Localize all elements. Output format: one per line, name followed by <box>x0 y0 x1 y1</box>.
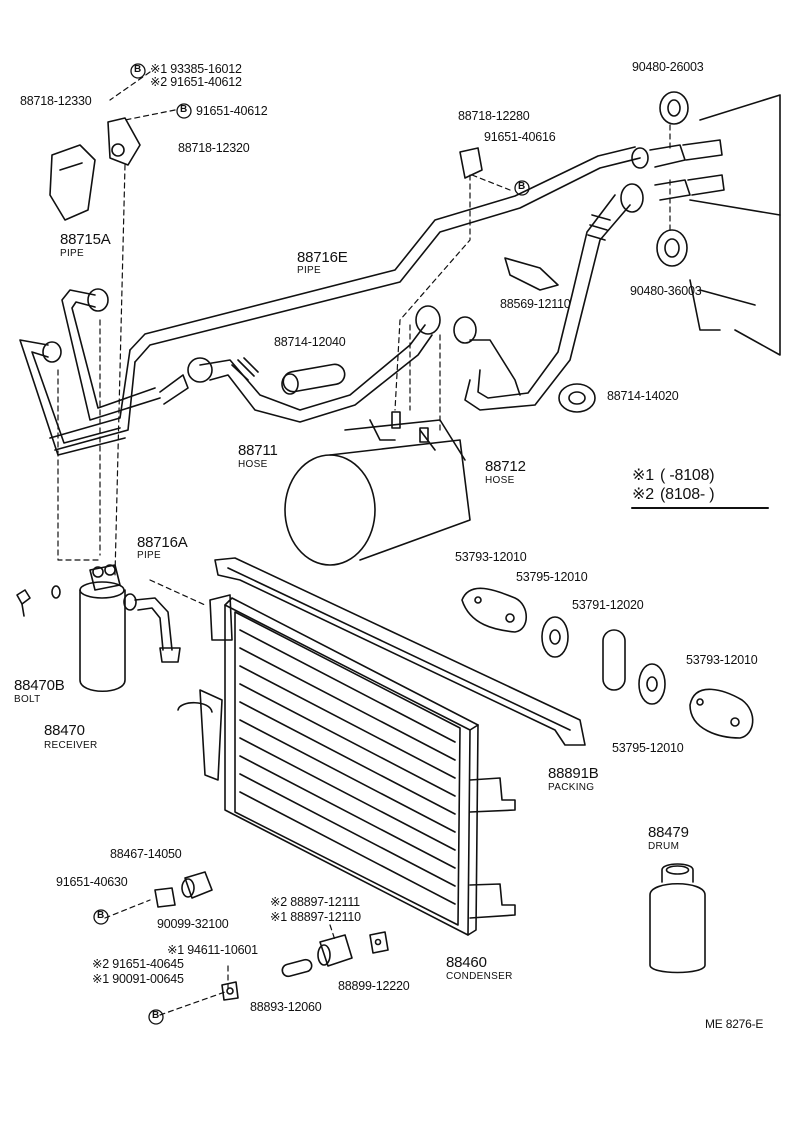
packing-88891b <box>214 557 586 746</box>
label-88718-12280: 88718-12280 <box>458 109 530 123</box>
plate-53793-12010-bottom <box>689 688 754 739</box>
label-88470b-bolt: BOLT <box>14 694 41 705</box>
label-88460: 88460 <box>446 954 487 971</box>
label-88479: 88479 <box>648 824 689 841</box>
label-88716a: 88716A <box>137 534 188 551</box>
label-88716a-pipe: PIPE <box>137 550 161 561</box>
bolt-marker-b-3: B <box>518 181 526 192</box>
label-53791-12020: 53791-12020 <box>572 598 644 612</box>
clamp-88718-12320 <box>107 117 141 166</box>
label-88712: 88712 <box>485 458 526 475</box>
label-88716e: 88716E <box>297 249 348 266</box>
bolt-marker-b-1: B <box>134 64 142 75</box>
label-91651-40612-n2: ※2 91651-40612 <box>150 75 242 89</box>
label-88715a-pipe: PIPE <box>60 248 84 259</box>
seal-53795-12010-bottom <box>638 663 666 705</box>
reference-code: ME 8276-E <box>705 1017 764 1031</box>
grommet-90480-36003 <box>656 229 688 267</box>
label-88470: 88470 <box>44 722 85 739</box>
plate-53793-12010-top <box>461 587 528 633</box>
compressor <box>284 411 471 566</box>
part-88893-12060 <box>281 958 313 978</box>
pipe-88716a <box>123 593 181 663</box>
hose-88712 <box>453 174 725 411</box>
label-53795-12010-bottom: 53795-12010 <box>612 741 684 755</box>
label-53793-12010-bottom: 53793-12010 <box>686 653 758 667</box>
pipe-88715a <box>19 288 189 456</box>
label-88718-12320: 88718-12320 <box>178 141 250 155</box>
note-2-range: (8108- ) <box>660 486 715 503</box>
label-91651-40612: 91651-40612 <box>196 104 268 118</box>
clamp-88718-12330 <box>49 144 96 221</box>
note-1-range: ( -8108) <box>660 467 715 484</box>
label-88714-12040: 88714-12040 <box>274 335 346 349</box>
label-88714-14020: 88714-14020 <box>607 389 679 403</box>
label-53793-12010-top: 53793-12010 <box>455 550 527 564</box>
label-88467-14050: 88467-14050 <box>110 847 182 861</box>
label-90091-00645: ※1 90091-00645 <box>92 972 184 986</box>
label-90099-32100: 90099-32100 <box>157 917 229 931</box>
label-88897-12111: ※2 88897-12111 <box>270 895 360 909</box>
note-2-mark: ※2 <box>632 486 654 503</box>
label-93385-16012: ※1 93385-16012 <box>150 62 242 76</box>
seal-53791-12020 <box>602 629 626 691</box>
grommet-90480-26003 <box>659 91 689 125</box>
clamp-88714-14020 <box>558 383 596 413</box>
label-90480-26003: 90480-26003 <box>632 60 704 74</box>
label-88899-12220: 88899-12220 <box>338 979 410 993</box>
label-91651-40645: ※2 91651-40645 <box>92 957 184 971</box>
drum-88479 <box>649 863 706 974</box>
label-88718-12330: 88718-12330 <box>20 94 92 108</box>
bolt-marker-b <box>93 63 530 1025</box>
label-88711: 88711 <box>238 442 278 459</box>
hose-88714-12040 <box>281 363 346 395</box>
part-88897 <box>317 934 353 967</box>
label-91651-40630: 91651-40630 <box>56 875 128 889</box>
label-88712-hose: HOSE <box>485 475 515 486</box>
clamp-88718-12280 <box>459 147 483 179</box>
label-88460-condenser: CONDENSER <box>446 971 513 982</box>
label-88470b: 88470B <box>14 677 65 694</box>
label-53795-12010-top: 53795-12010 <box>516 570 588 584</box>
bolt-marker-b-5: B <box>152 1010 160 1021</box>
part-90099-32100 <box>181 871 213 899</box>
bolt-88470b <box>16 585 61 617</box>
receiver-88470 <box>79 564 126 692</box>
label-91651-40616: 91651-40616 <box>484 130 556 144</box>
label-88891b: 88891B <box>548 765 599 782</box>
label-88893-12060: 88893-12060 <box>250 1000 322 1014</box>
part-88467-14050 <box>154 887 176 908</box>
engine-outline <box>689 94 781 356</box>
clamp-88569-12110 <box>504 257 559 291</box>
pipe-88716e <box>49 139 723 451</box>
label-88470-receiver: RECEIVER <box>44 740 98 751</box>
bolt-marker-b-2: B <box>180 104 188 115</box>
label-88479-drum: DRUM <box>648 841 680 852</box>
bolt-marker-b-4: B <box>97 910 105 921</box>
label-88569-12110: 88569-12110 <box>500 297 571 311</box>
label-94611-10601: ※1 94611-10601 <box>167 943 258 957</box>
part-88899-12220 <box>369 931 389 954</box>
label-88715a: 88715A <box>60 231 111 248</box>
seal-53795-12010-top <box>541 616 569 658</box>
nut-94611-10601 <box>221 981 239 1001</box>
label-88716e-pipe: PIPE <box>297 265 321 276</box>
label-88891b-packing: PACKING <box>548 782 595 793</box>
label-88897-12110: ※1 88897-12110 <box>270 910 361 924</box>
label-88711-hose: HOSE <box>238 459 268 470</box>
note-1-mark: ※1 <box>632 467 654 484</box>
label-90480-36003: 90480-36003 <box>630 284 702 298</box>
leader-lines <box>57 71 671 1016</box>
hose-88711 <box>187 305 441 423</box>
condenser-88460 <box>177 594 516 936</box>
